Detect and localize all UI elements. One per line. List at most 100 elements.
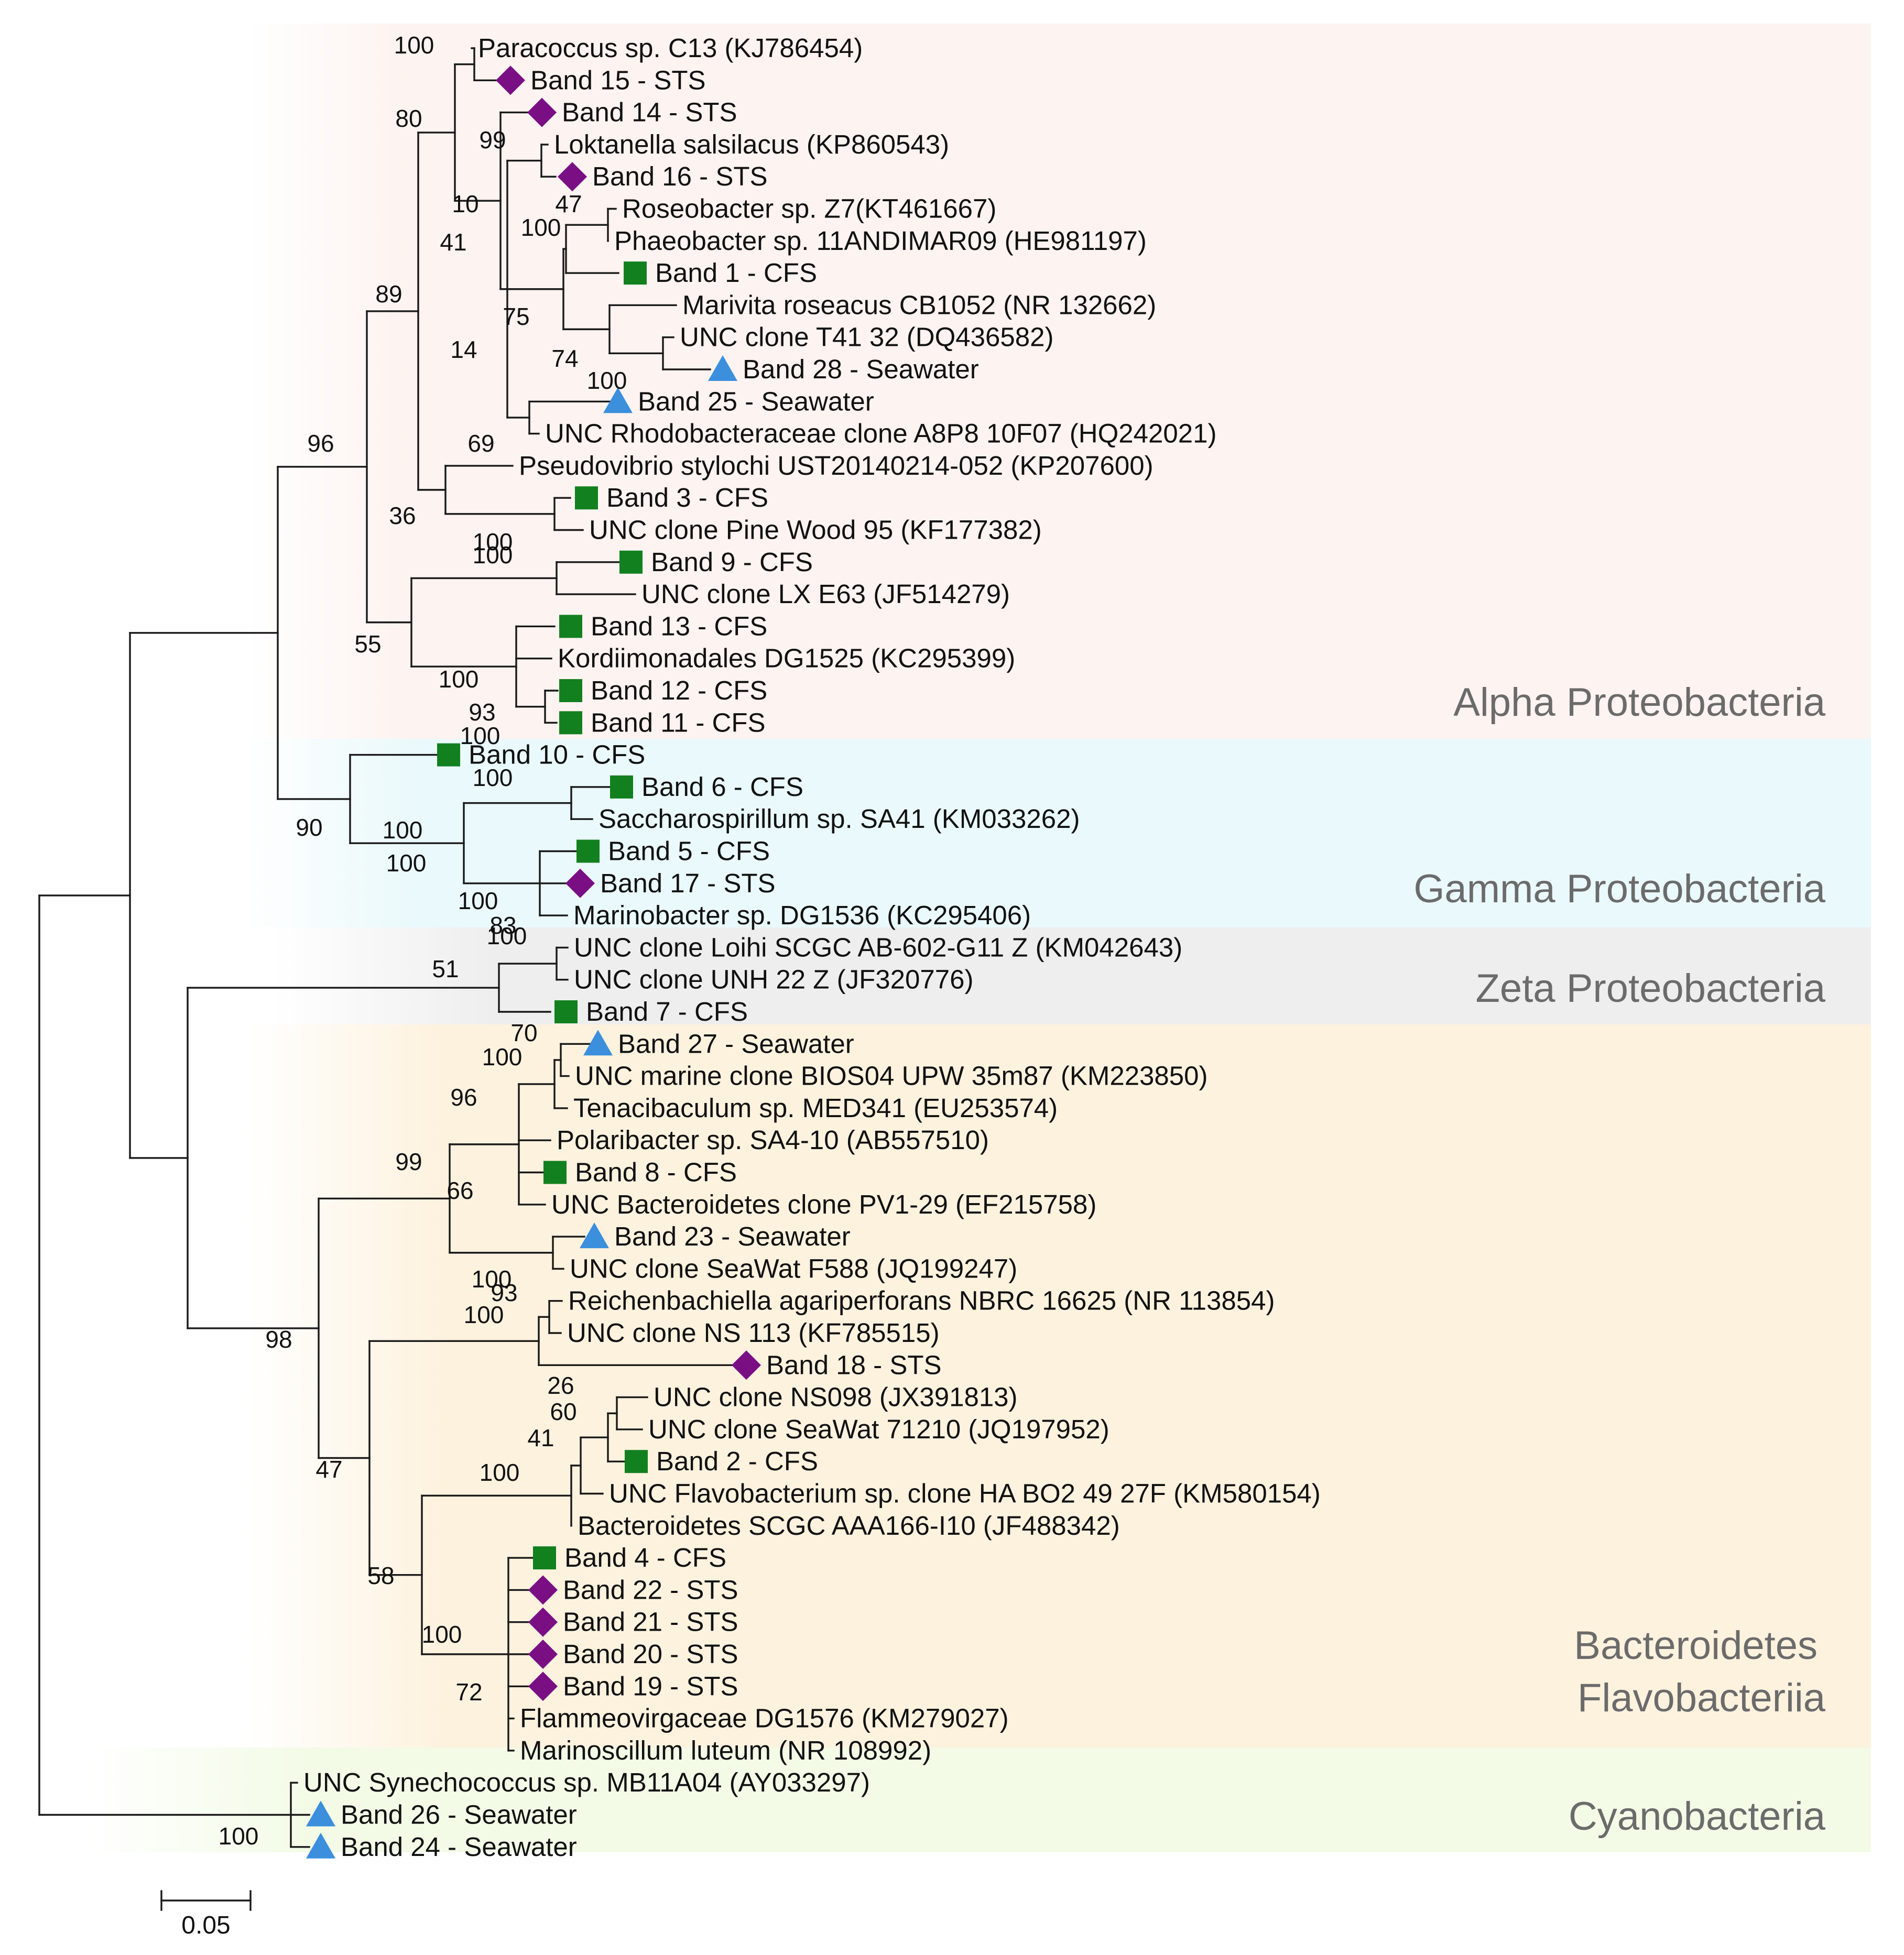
bootstrap-value: 60: [550, 1398, 576, 1425]
bootstrap-value: 10: [452, 190, 478, 217]
leaf-label: Band 6 - CFS: [641, 772, 803, 802]
leaf-label: UNC clone Pine Wood 95 (KF177382): [589, 515, 1042, 545]
leaf-label: Band 28 - Seawater: [743, 354, 979, 384]
sts-diamond-marker: [528, 1672, 558, 1701]
bootstrap-value: 100: [422, 1621, 462, 1648]
leaf-label: Band 10 - CFS: [469, 740, 645, 770]
cfs-square-marker: [559, 615, 582, 638]
bootstrap-value: 98: [265, 1326, 292, 1353]
group-label-zeta: Zeta Proteobacteria: [1476, 966, 1826, 1011]
leaf-markers: [306, 65, 761, 1859]
leaf-label: Marinoscillum luteum (NR 108992): [520, 1735, 931, 1765]
leaf-label: Band 24 - Seawater: [341, 1832, 577, 1862]
seawater-triangle-marker: [708, 355, 737, 381]
leaf-label: Band 4 - CFS: [564, 1543, 726, 1572]
bootstrap-value: 93: [469, 698, 495, 726]
seawater-triangle-marker: [583, 1030, 613, 1056]
bootstrap-value: 26: [547, 1372, 574, 1399]
leaf-label: Band 7 - CFS: [586, 997, 748, 1026]
seawater-triangle-marker: [603, 387, 633, 413]
leaf-label: Band 20 - STS: [563, 1639, 738, 1669]
bootstrap-value: 99: [395, 1148, 422, 1175]
bootstrap-value: 100: [439, 665, 479, 693]
leaf-label: Band 23 - Seawater: [614, 1221, 851, 1251]
bootstrap-value: 69: [467, 430, 494, 457]
cfs-square-marker: [543, 1161, 567, 1184]
bootstrap-value: 100: [386, 849, 427, 877]
bootstrap-value: 47: [555, 190, 582, 217]
leaf-label: Marinobacter sp. DG1536 (KC295406): [573, 900, 1031, 930]
scale-bar: 0.05: [160, 1890, 252, 1939]
bootstrap-value: 100: [219, 1822, 259, 1850]
sts-diamond-marker: [528, 1640, 558, 1669]
group-label-bacteroidetes-line1: Bacteroidetes: [1574, 1623, 1818, 1668]
leaf-label: Flammeovirgaceae DG1576 (KM279027): [520, 1703, 1009, 1733]
bootstrap-value: 72: [455, 1678, 482, 1706]
leaf-label: Band 16 - STS: [592, 161, 768, 191]
bootstrap-value: 100: [487, 922, 527, 949]
bootstrap-value: 41: [527, 1424, 554, 1451]
bootstrap-value: 90: [296, 814, 322, 841]
bootstrap-value: 100: [464, 1301, 504, 1328]
leaf-label: Band 8 - CFS: [575, 1157, 737, 1187]
leaf-label: Band 5 - CFS: [608, 836, 770, 866]
bootstrap-value: 96: [450, 1084, 477, 1111]
leaf-label: Band 22 - STS: [563, 1575, 738, 1604]
leaf-label: Band 13 - CFS: [591, 611, 767, 641]
bootstrap-value: 100: [383, 816, 423, 844]
leaf-label: Band 14 - STS: [562, 97, 737, 127]
leaf-label: UNC clone Loihi SCGC AB-602-G11 Z (KM042…: [574, 932, 1182, 962]
bootstrap-value: 100: [587, 367, 627, 394]
leaf-label: Band 1 - CFS: [655, 258, 817, 288]
sts-diamond-marker: [528, 1575, 558, 1605]
cfs-square-marker: [625, 1450, 648, 1473]
bootstrap-value: 80: [395, 105, 422, 132]
bootstrap-value: 70: [510, 1019, 537, 1046]
leaf-label: Phaeobacter sp. 11ANDIMAR09 (HE981197): [614, 226, 1147, 256]
group-label-gamma: Gamma Proteobacteria: [1413, 867, 1825, 911]
leaf-label: UNC clone T41 32 (DQ436582): [680, 322, 1053, 352]
leaf-label: Loktanella salsilacus (KP860543): [554, 129, 949, 159]
bootstrap-value: 100: [521, 214, 561, 241]
leaf-label: Band 9 - CFS: [651, 547, 813, 577]
leaf-label: Band 15 - STS: [530, 65, 706, 95]
leaf-label: UNC Bacteroidetes clone PV1-29 (EF215758…: [551, 1189, 1096, 1219]
cfs-square-marker: [619, 550, 643, 574]
leaf-label: Tenacibaculum sp. MED341 (EU253574): [573, 1093, 1058, 1123]
bootstrap-value: 100: [473, 764, 513, 791]
bootstrap-value: 74: [551, 345, 578, 372]
leaf-label: UNC Rhodobacteraceae clone A8P8 10F07 (H…: [545, 419, 1216, 449]
bootstrap-value: 100: [460, 722, 501, 749]
gamma-proteobacteria-band: [246, 739, 1871, 927]
leaf-label: UNC clone NS 113 (KF785515): [567, 1318, 940, 1348]
sts-diamond-marker: [565, 868, 595, 898]
bootstrap-value: 36: [389, 502, 416, 529]
bootstrap-value: 100: [473, 528, 513, 555]
bootstrap-value: 100: [473, 541, 513, 569]
leaf-label: Roseobacter sp. Z7(KT461667): [622, 194, 996, 224]
seawater-triangle-marker: [306, 1800, 335, 1827]
scale-bar-label: 0.05: [181, 1912, 230, 1939]
bootstrap-value: 41: [440, 228, 466, 256]
cfs-square-marker: [559, 679, 582, 702]
cfs-square-marker: [624, 261, 647, 285]
leaf-label: UNC marine clone BIOS04 UPW 35m87 (KM223…: [575, 1061, 1208, 1091]
leaf-label: UNC Synechococcus sp. MB11A04 (AY033297): [303, 1767, 870, 1797]
cyanobacteria-band: [89, 1748, 1871, 1852]
leaf-label: Kordiimonadales DG1525 (KC295399): [558, 643, 1015, 673]
cfs-square-marker: [559, 711, 582, 735]
cfs-square-marker: [610, 775, 633, 799]
group-label-cyanobacteria: Cyanobacteria: [1569, 1794, 1826, 1839]
bootstrap-value: 83: [489, 912, 516, 939]
leaf-label: Saccharospirillum sp. SA41 (KM033262): [599, 804, 1080, 834]
bootstrap-value: 66: [447, 1177, 473, 1204]
bootstrap-value: 75: [503, 303, 529, 330]
bootstrap-value: 100: [482, 1043, 523, 1071]
leaf-label: Polaribacter sp. SA4-10 (AB557510): [557, 1125, 989, 1155]
leaf-labels: Paracoccus sp. C13 (KJ786454)Band 15 - S…: [303, 33, 1321, 1862]
group-label-alpha: Alpha Proteobacteria: [1453, 680, 1826, 725]
leaf-label: Band 19 - STS: [563, 1671, 738, 1701]
